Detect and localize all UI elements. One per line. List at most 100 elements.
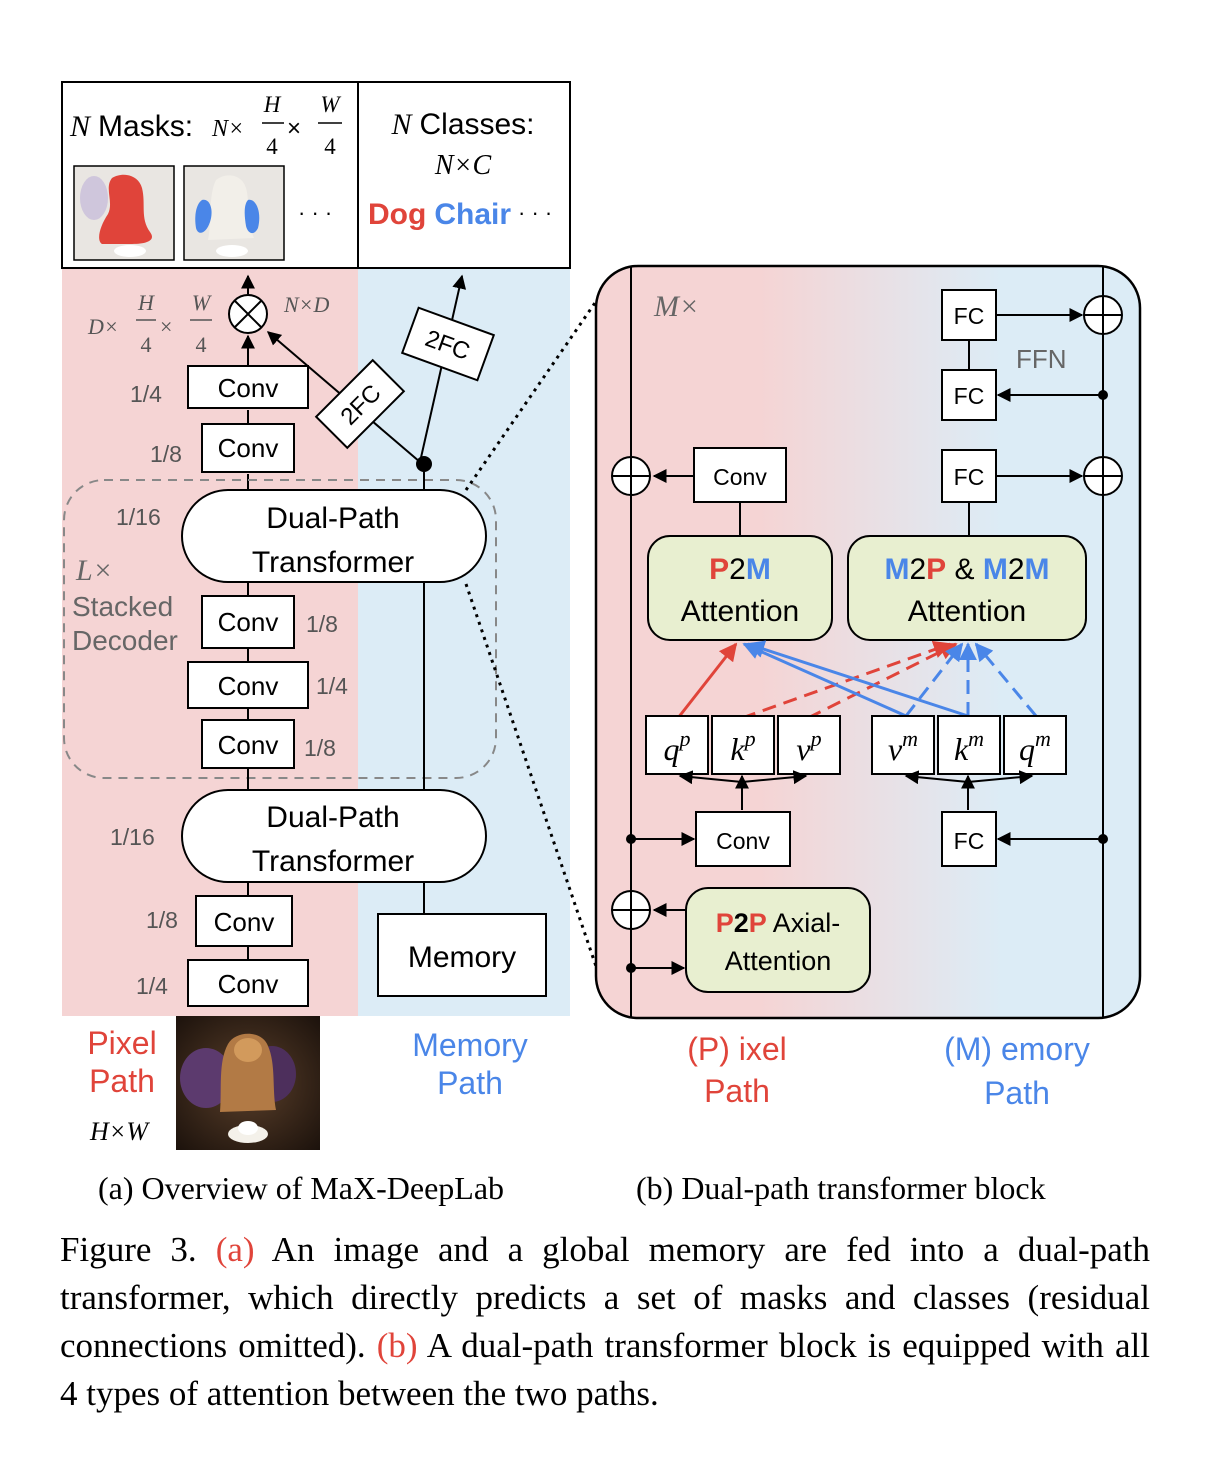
svg-text:Conv: Conv bbox=[218, 671, 279, 701]
conv-block-a3 bbox=[201, 595, 295, 649]
svg-text:Memory: Memory bbox=[412, 1027, 528, 1063]
p2p-axial-attention-block bbox=[685, 887, 871, 993]
p2m-attention-block bbox=[647, 535, 833, 641]
conv-block-a5 bbox=[201, 719, 295, 769]
svg-text:FC: FC bbox=[954, 828, 985, 854]
svg-text:Conv: Conv bbox=[218, 433, 279, 463]
caption-text-a: An image and a global memory are fed int… bbox=[60, 1230, 1151, 1365]
memory-path-label-b: (M) emory Path bbox=[944, 1031, 1090, 1111]
residual-add-icon bbox=[611, 456, 651, 496]
svg-text:Decoder: Decoder bbox=[72, 625, 178, 656]
residual-add-icon bbox=[1083, 295, 1123, 335]
stacked-decoder-box bbox=[63, 479, 497, 779]
scale-label: 1/4 bbox=[316, 673, 348, 699]
residual-add-icon bbox=[1083, 456, 1123, 496]
svg-text:Conv: Conv bbox=[716, 828, 770, 854]
svg-text:×: × bbox=[287, 115, 301, 142]
svg-text:4: 4 bbox=[266, 134, 278, 159]
svg-text:Conv: Conv bbox=[218, 607, 279, 637]
input-image-dog bbox=[176, 1016, 320, 1150]
stacked-decoder-label: L× Stacked Decoder bbox=[72, 554, 178, 656]
svg-text:qm: qm bbox=[1019, 726, 1051, 767]
caption-ref-a[interactable]: (a) bbox=[215, 1230, 255, 1269]
dual-path-transformer-2 bbox=[181, 789, 487, 883]
svg-text:vm: vm bbox=[888, 726, 918, 767]
svg-text:Conv: Conv bbox=[214, 907, 275, 937]
ffn-label: FFN bbox=[1016, 344, 1067, 374]
memory-block bbox=[377, 913, 547, 997]
svg-text:N×C: N×C bbox=[434, 150, 492, 181]
svg-text:(P) ixel: (P) ixel bbox=[687, 1031, 787, 1067]
svg-text:Transformer: Transformer bbox=[252, 845, 414, 878]
pixel-path-label: Pixel Path bbox=[87, 1025, 156, 1099]
svg-text:×: × bbox=[160, 314, 172, 339]
panel-b: M× FC FC FFN FC Conv bbox=[594, 264, 1142, 1111]
conv-block-a7 bbox=[187, 959, 309, 1007]
conv-block-pixel-out bbox=[693, 447, 787, 503]
svg-text:Conv: Conv bbox=[218, 969, 279, 999]
v-pixel-box bbox=[777, 715, 841, 775]
svg-text:W: W bbox=[320, 92, 341, 117]
feature-dims-label: D× H 4 × W 4 bbox=[87, 290, 212, 357]
k-pixel-box bbox=[711, 715, 775, 775]
pixel-path-label-b: (P) ixel Path bbox=[687, 1031, 787, 1109]
svg-text:M×: M× bbox=[653, 290, 699, 323]
zoom-line-bottom bbox=[464, 583, 602, 979]
attn-arrow-km bbox=[746, 640, 969, 718]
attn-arrow-kp bbox=[741, 640, 952, 720]
conv-block-a6 bbox=[195, 895, 293, 947]
scale-label: 1/8 bbox=[304, 735, 336, 761]
scale-label: 1/16 bbox=[116, 504, 161, 530]
svg-text:Dual-Path: Dual-Path bbox=[266, 801, 399, 834]
caption-figure-number: Figure 3. bbox=[60, 1230, 197, 1269]
svg-text:· · ·: · · · bbox=[518, 200, 552, 225]
mask-thumbnail-dog bbox=[73, 165, 175, 261]
v-memory-box bbox=[871, 715, 935, 775]
svg-text:Memory: Memory bbox=[408, 941, 516, 974]
svg-text:Path: Path bbox=[984, 1075, 1050, 1111]
attn-arrow-qp bbox=[676, 642, 738, 719]
attn-arrow-qm bbox=[974, 642, 1038, 717]
svg-text:km: km bbox=[954, 726, 984, 767]
svg-text:Conv: Conv bbox=[713, 464, 767, 490]
svg-text:Conv: Conv bbox=[218, 373, 279, 403]
fc-block-memory-in bbox=[941, 811, 997, 867]
svg-text:4: 4 bbox=[324, 134, 336, 159]
svg-text:N×: N× bbox=[211, 116, 244, 142]
scale-label: 1/4 bbox=[130, 381, 162, 407]
svg-text:H: H bbox=[137, 290, 155, 315]
svg-text:Attention: Attention bbox=[908, 595, 1026, 628]
svg-text:Path: Path bbox=[89, 1063, 155, 1099]
conv-block-pixel-in bbox=[695, 811, 791, 867]
svg-text:kp: kp bbox=[730, 726, 755, 767]
masks-ellipsis: · · · bbox=[298, 200, 332, 225]
svg-text:(M) emory: (M) emory bbox=[944, 1031, 1090, 1067]
attn-arrow-vm2 bbox=[904, 642, 964, 717]
svg-text:H: H bbox=[263, 92, 282, 117]
dual-path-transformer-1 bbox=[181, 489, 487, 583]
subcaption-b: (b) Dual-path transformer block bbox=[636, 1170, 1046, 1206]
class-chair: Chair bbox=[434, 198, 511, 231]
q-memory-box bbox=[1003, 715, 1067, 775]
svg-text:Attention: Attention bbox=[681, 595, 799, 628]
svg-text:L×: L× bbox=[75, 554, 113, 587]
svg-text:4: 4 bbox=[141, 332, 152, 357]
conv-block-a2 bbox=[201, 423, 295, 473]
caption-ref-b[interactable]: (b) bbox=[376, 1326, 418, 1365]
memory-path-label: Memory Path bbox=[412, 1027, 528, 1101]
fc-block-ffn-1 bbox=[941, 289, 997, 341]
input-dims: H×W bbox=[89, 1117, 150, 1146]
svg-text:FC: FC bbox=[954, 383, 985, 409]
svg-text:Pixel: Pixel bbox=[87, 1025, 156, 1061]
residual-add-icon bbox=[611, 890, 651, 930]
svg-text:P2M: P2M bbox=[709, 553, 771, 586]
conv-block-a4 bbox=[187, 661, 309, 709]
scale-label: 1/8 bbox=[306, 611, 338, 637]
scale-label: 1/8 bbox=[150, 441, 182, 467]
attn-arrow-vp bbox=[807, 642, 958, 720]
